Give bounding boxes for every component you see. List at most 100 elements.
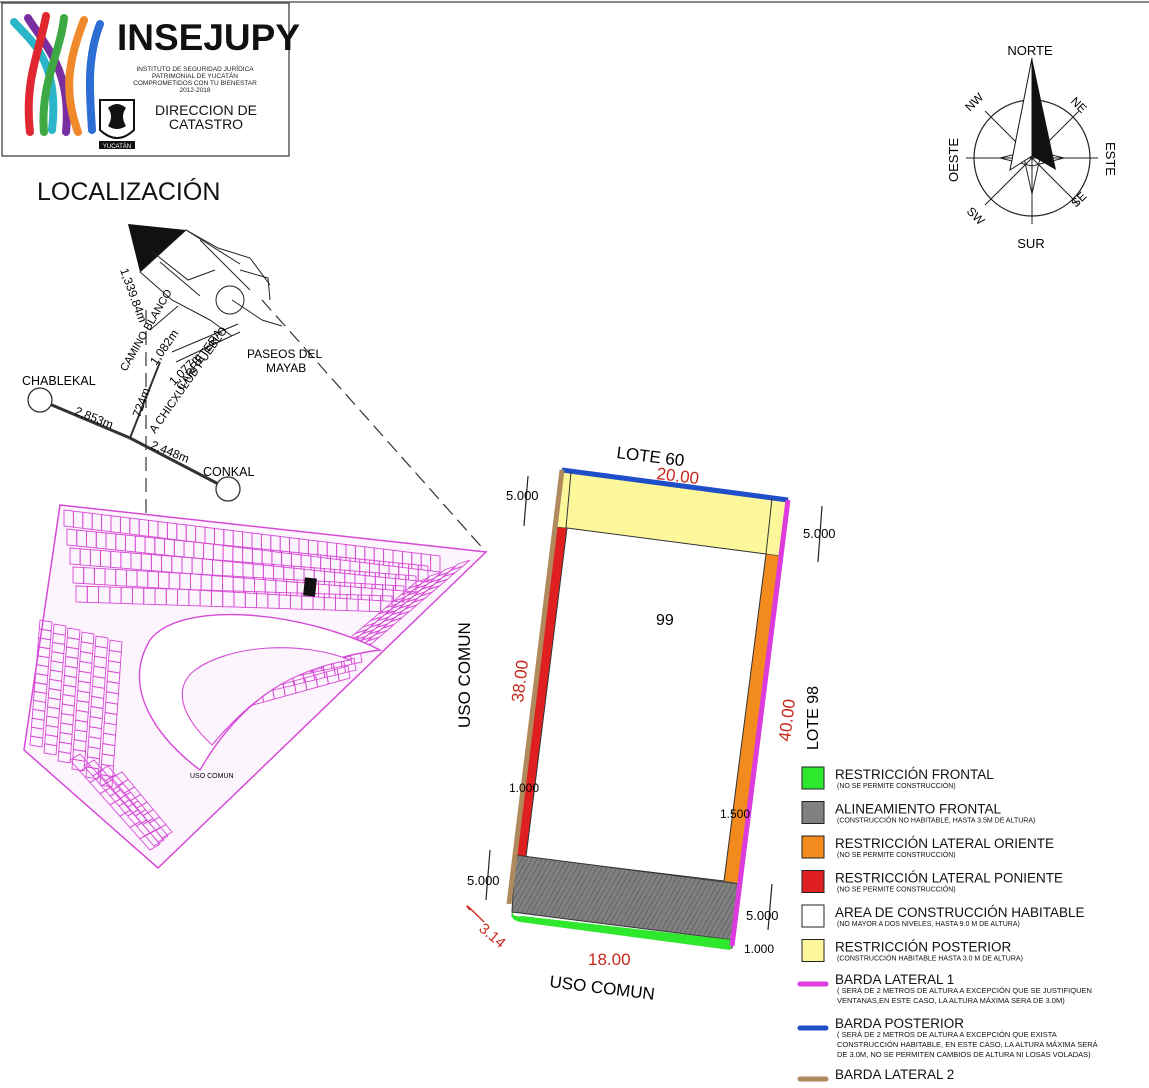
location-title: LOCALIZACIÓN: [37, 177, 220, 206]
subdivision-lot: [336, 665, 351, 682]
lot-dim-corner: 3.14: [475, 920, 508, 952]
place-conkal: CONKAL: [203, 465, 254, 479]
institute-line-4: 2012-2018: [179, 87, 210, 94]
legend-swatch-alineamiento: [801, 801, 825, 824]
legend-title-alineamiento: ALINEAMIENTO FRONTAL: [835, 802, 1002, 817]
brand-name: INSEJUPY: [117, 17, 300, 58]
setback-side-left: 1.000: [509, 781, 539, 795]
side-wall-2-line: [506, 469, 565, 905]
compass-south: SUR: [1017, 236, 1044, 251]
subdivision-lot: [417, 564, 429, 583]
place-chablekal: CHABLEKAL: [22, 374, 96, 388]
subdivision-lot: [392, 584, 405, 603]
subdivision-lot: [430, 554, 441, 573]
subdivision-lot: [43, 743, 58, 756]
compass-ne: NE: [1068, 94, 1090, 116]
yucatan-seal-icon: YUCATÁN: [99, 99, 135, 150]
legend-note-posterior: (CONSTRUCCIÓN HABITABLE HASTA 3.0 M DE A…: [837, 954, 1023, 963]
legend-line-title-posterior: BARDA POSTERIOR: [835, 1016, 964, 1031]
place-paseos-line-1: PASEOS DEL: [247, 347, 322, 361]
subdivision-map: USO COMUN: [23, 504, 488, 870]
subdivision-lot: [57, 750, 72, 764]
department-line-1: DIRECCION DE: [155, 102, 257, 118]
distance-d5: 2,853m: [73, 404, 115, 432]
access-road: [129, 361, 161, 439]
legend-title-habitable: AREA DE CONSTRUCCIÓN HABITABLE: [835, 905, 1085, 920]
distance-d1: 1,339.84m: [117, 266, 150, 324]
north-arrow-icon: [1032, 58, 1056, 170]
lot-left-label: USO COMUN: [455, 622, 474, 728]
legend-line-note-posterior: ( SERÁ DE 2 METROS DE ALTURA A EXCEPCIÓN…: [837, 1030, 1057, 1039]
setback-front-left: 5.000: [467, 873, 500, 888]
lot-plan: LOTE 60 20.00 99 USO COMUN 38.00 40.00 L…: [455, 443, 836, 1004]
institute-line-1: INSTITUTO DE SEGURIDAD JURÍDICA: [136, 64, 254, 73]
distance-d4: 724m: [130, 386, 153, 419]
legend-swatch-frontal: [801, 766, 825, 790]
subdivision-lot: [155, 823, 173, 839]
department-line-2: CATASTRO: [169, 116, 243, 132]
lot-dim-left: 38.00: [508, 659, 532, 704]
subdivision-lot: [99, 774, 114, 788]
institute-line-3: COMPROMETIDOS CON TU BIENESTAR: [133, 80, 257, 87]
compass-nw: NW: [962, 90, 987, 115]
setback-front-green: 1.000: [744, 942, 774, 956]
subdivision-lot: [71, 758, 86, 772]
insejupy-logo-icon: [10, 12, 104, 136]
header-block: INSEJUPY INSTITUTO DE SEGURIDAD JURÍDICA…: [1, 2, 300, 157]
distance-d6: 2,448m: [149, 438, 191, 466]
corner-arc-icon: [466, 905, 485, 923]
legend-note-frontal: (NO SE PERMITE CONSTRUCCIÓN): [837, 781, 956, 790]
setback-rear-left: 5.000: [506, 488, 539, 503]
legend-note-oriente: (NO SE PERMITE CONSTRUCCIÓN): [837, 850, 956, 859]
place-paseos-line-2: MAYAB: [266, 361, 306, 375]
legend-title-posterior: RESTRICCIÓN POSTERIOR: [835, 940, 1012, 955]
lot-right-neighbor: LOTE 98: [805, 686, 822, 750]
zone-front-setback: [511, 912, 733, 950]
rear-wall-line: [561, 467, 789, 503]
setback-front-right: 5.000: [746, 908, 779, 923]
compass-se: SE: [1068, 189, 1089, 210]
side-wall-1-line: [729, 499, 791, 947]
legend-line-note-posterior: DE 3.0M, NO SE PERMITEN CAMBIOS DE ALTUR…: [837, 1050, 1091, 1059]
legend-title-frontal: RESTRICCIÓN FRONTAL: [835, 767, 994, 782]
setback-side-right: 1.500: [720, 807, 750, 821]
legend-swatch-posterior: [801, 939, 825, 962]
legend-title-poniente: RESTRICCIÓN LATERAL PONIENTE: [835, 871, 1063, 886]
legend-swatch-habitable: [801, 904, 825, 928]
compass-west: OESTE: [946, 138, 961, 182]
legend-swatch-oriente: [801, 835, 825, 859]
legend-line-title-barda1: BARDA LATERAL 1: [835, 972, 954, 987]
location-sketch: CHABLEKAL CONKAL PASEOS DEL MAYAB CAMINO…: [22, 224, 487, 843]
subdivision-lot: [85, 766, 100, 780]
lot-number: 99: [656, 612, 674, 629]
compass-sw: SW: [964, 204, 988, 228]
legend-line-note-barda1: ( SERÁ DE 2 METROS DE ALTURA A EXCEPCIÓN…: [837, 986, 1092, 995]
setback-rear-right: 5.000: [803, 526, 836, 541]
compass-rose: NORTE SUR ESTE OESTE NE NW SE SW: [946, 43, 1118, 251]
chablekal-town-marker: [27, 387, 53, 413]
legend-note-habitable: (NO MAYOR A DOS NIVELES, HASTA 9.0 M DE …: [837, 921, 1020, 928]
institute-line-2: PATRIMONIAL DE YUCATÁN: [152, 71, 238, 80]
compass-north: NORTE: [1007, 43, 1053, 58]
lot-bottom-label: USO COMUN: [549, 972, 656, 1004]
legend-title-oriente: RESTRICCIÓN LATERAL ORIENTE: [835, 836, 1054, 851]
legend-line-note-posterior: CONSTRUCCIÓN HABITABLE, EN ESTE CASO, LA…: [837, 1040, 1098, 1049]
zone-habitable-area: [525, 527, 767, 882]
site-block-marker: [128, 224, 186, 272]
subdivision-common-label: USO COMUN: [190, 773, 234, 780]
subdivision-lot: [343, 657, 357, 674]
inner-block: [181, 647, 353, 746]
legend-line-title-barda2: BARDA LATERAL 2: [835, 1067, 954, 1082]
subdivision-lot: [29, 735, 44, 748]
legend-note-alineamiento: (CONSTRUCCIÓN NO HABITABLE, HASTA 3.5M D…: [837, 816, 1035, 825]
conkal-town-marker: [215, 476, 241, 502]
lot-dim-bottom: 18.00: [588, 950, 631, 969]
legend: RESTRICCIÓN FRONTAL(NO SE PERMITE CONSTR…: [797, 766, 1098, 1082]
legend-swatch-poniente: [801, 870, 825, 893]
legend-line-note-barda1: VENTANAS,EN ESTE CASO, LA ALTURA MÁXIMA …: [837, 996, 1065, 1005]
lot-dim-right: 40.00: [775, 698, 799, 743]
seal-label: YUCATÁN: [103, 143, 131, 150]
selected-lot-marker: [303, 577, 317, 597]
